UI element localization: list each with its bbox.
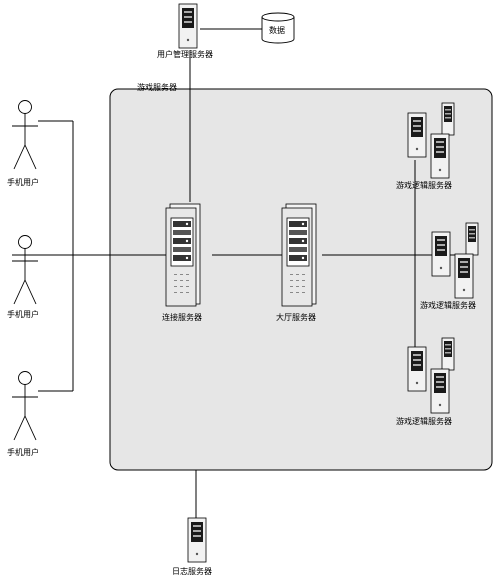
log-server-label: 日志服务器 <box>172 566 212 576</box>
database-icon <box>261 12 295 44</box>
mobile-user-1-icon <box>11 100 39 170</box>
mobile-user-2-icon <box>11 235 39 305</box>
user-mgmt-server-label: 用户管理服务器 <box>157 49 213 59</box>
game-logic-server-2-label: 游戏逻辑服务器 <box>420 300 476 310</box>
game-logic-server-1-label: 游戏逻辑服务器 <box>396 180 452 190</box>
log-server-icon <box>187 517 207 563</box>
connection-server-label: 连接服务器 <box>162 312 202 322</box>
user-mgmt-server-icon <box>178 3 198 49</box>
lobby-server-label: 大厅服务器 <box>276 312 316 322</box>
mobile-user-3-label: 手机用户 <box>7 447 39 457</box>
mobile-user-1-label: 手机用户 <box>7 177 39 187</box>
lobby-server-icon <box>281 203 317 307</box>
mobile-user-2-label: 手机用户 <box>7 309 39 319</box>
connection-server-icon <box>165 203 201 307</box>
mobile-user-3-icon <box>11 371 39 441</box>
game-logic-server-3-label: 游戏逻辑服务器 <box>396 416 452 426</box>
game-server-group-label: 游戏服务器 <box>137 82 177 92</box>
database-label: 数据 <box>269 25 285 35</box>
